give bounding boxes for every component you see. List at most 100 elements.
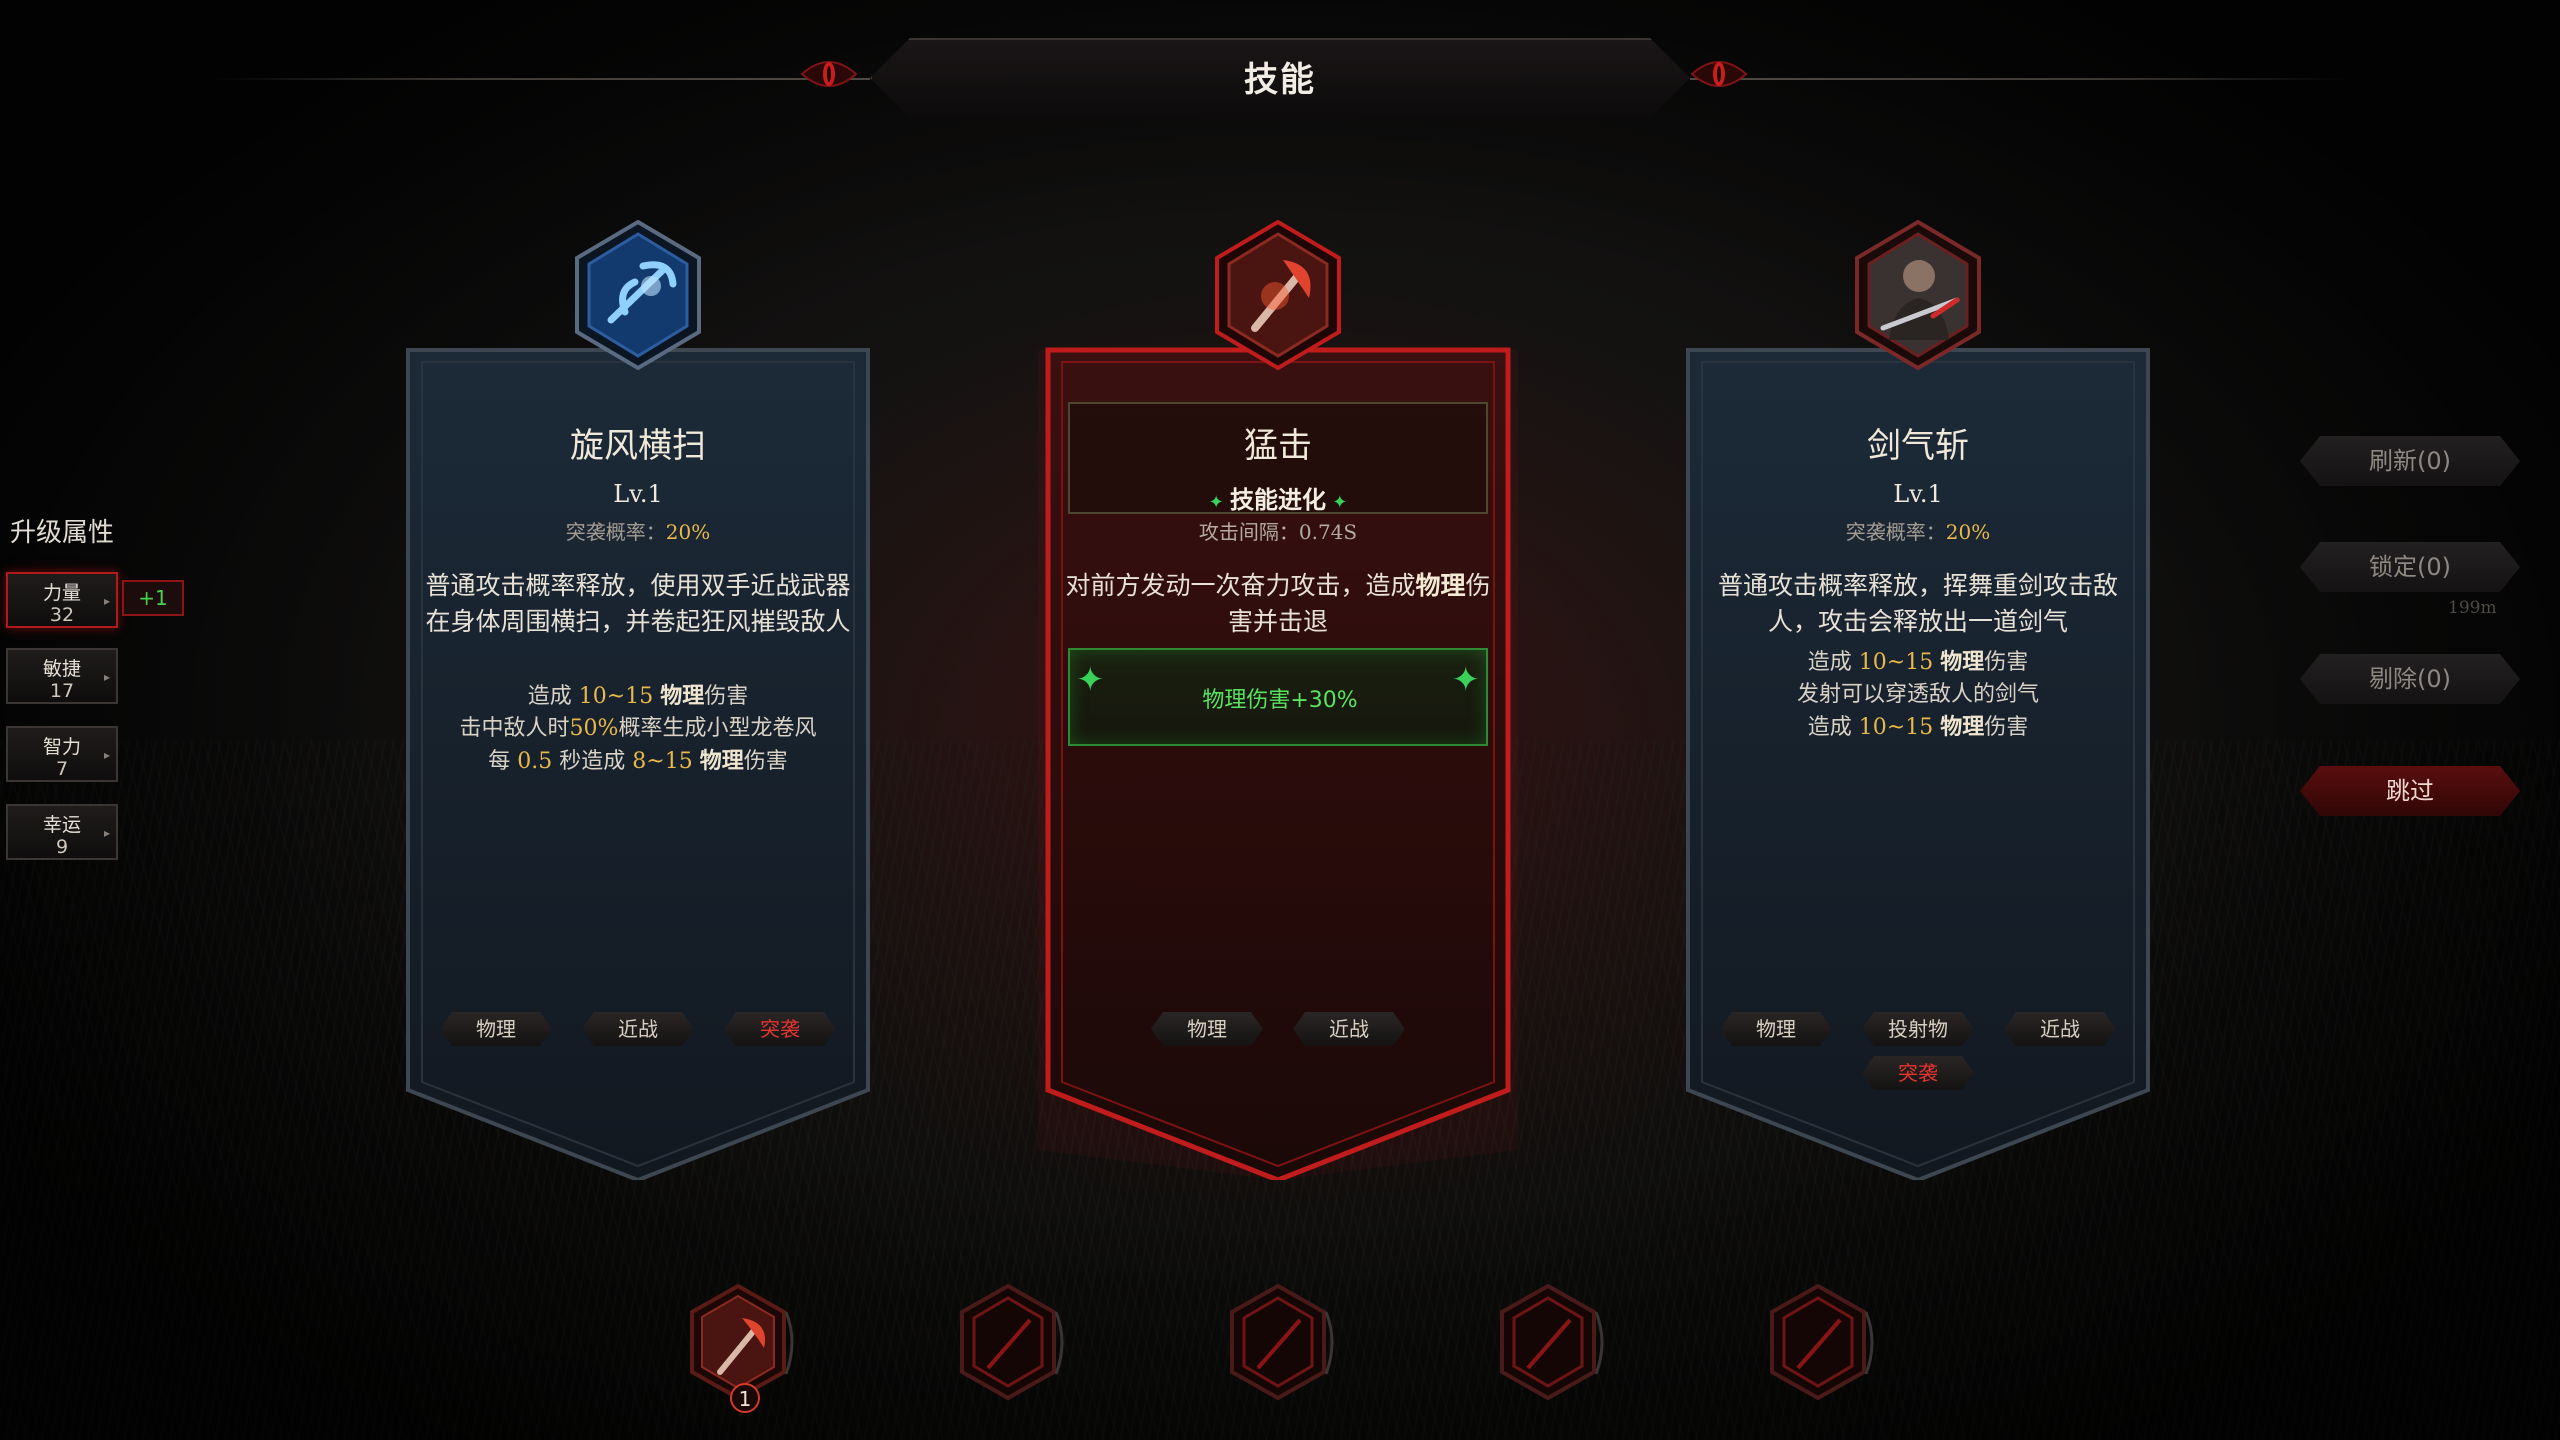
chevron-right-icon: ▸ [103, 670, 110, 684]
evolution-panel [1068, 402, 1488, 514]
header-plate [870, 38, 1690, 118]
card-frame [1686, 348, 2150, 1180]
skill-card-whirlwind[interactable]: 旋风横扫 Lv.1 突袭概率：20% 普通攻击概率释放，使用双手近战武器在身体周… [388, 219, 888, 1180]
skill-effects: 造成 10~15 物理伤害 击中敌人时50%概率生成小型龙卷风 每 0.5 秒造… [408, 680, 868, 778]
attribute-luck[interactable]: 幸运 9 ▸ [6, 804, 118, 860]
green-sparkle-icon: ✦ [1076, 660, 1105, 700]
effect-line: 造成 10~15 物理伤害 [1688, 646, 2148, 679]
effect-line: 击中敌人时50%概率生成小型龙卷风 [408, 713, 868, 745]
tag: 物理 [440, 1012, 552, 1046]
effect-value: 10~15 [1858, 715, 1934, 740]
evolution-label: ✦ 技能进化 ✦ [1028, 480, 1528, 515]
slot-level-badge: 1 [730, 1383, 760, 1413]
evolution-text: 技能进化 [1230, 486, 1326, 514]
chevron-right-icon: ▸ [103, 594, 110, 608]
skill-title: 猛击 [1244, 426, 1312, 466]
skill-chance: 突袭概率：20% [1668, 516, 2168, 545]
chance-value: 20% [665, 520, 711, 544]
effect-text: 伤害 [743, 749, 788, 774]
effect-text: 伤害 [704, 684, 749, 709]
chance-label: 突袭概率： [1845, 520, 1946, 544]
effect-value: 50% [569, 716, 619, 741]
damage-type: 物理 [1940, 649, 1985, 675]
effect-text: 伤害 [1984, 650, 2029, 675]
skill-slot-3[interactable] [1228, 1282, 1338, 1402]
skill-title: 剑气斩 [1867, 426, 1969, 466]
skill-card-sword-wave[interactable]: 剑气斩 Lv.1 突袭概率：20% 普通攻击概率释放，挥舞重剑攻击敌人，攻击会释… [1668, 219, 2168, 1180]
tag: 近战 [2004, 1012, 2116, 1046]
chevron-right-icon: ▸ [103, 826, 110, 840]
skill-slot-2[interactable] [958, 1282, 1068, 1402]
sparkle-icon: ✦ [1208, 492, 1230, 513]
effect-text: 伤害 [1984, 715, 2029, 740]
effect-value: 0.5 [517, 749, 553, 774]
remove-button[interactable]: 剔除(0) [2300, 654, 2520, 704]
page-title: 技能 [1244, 60, 1316, 100]
attribute-intelligence[interactable]: 智力 7 ▸ [6, 726, 118, 782]
attribute-name: 智力 [42, 736, 81, 758]
skill-description: 普通攻击概率释放，挥舞重剑攻击敌人，攻击会释放出一道剑气 [1717, 571, 2118, 636]
description-text: 对前方发动一次奋力攻击，造成 [1065, 571, 1416, 600]
card-frame [1038, 347, 1518, 1180]
attribute-strength[interactable]: 力量 32 ▸ [6, 572, 118, 628]
effect-text: 造成 [1807, 650, 1859, 675]
skill-level: Lv.1 [1893, 480, 1943, 508]
interval-value: 0.74S [1298, 520, 1358, 544]
skip-button[interactable]: 跳过 [2300, 766, 2520, 816]
effect-value: 8~15 [632, 749, 693, 774]
skill-tags: 物理 近战 突袭 [388, 1012, 888, 1046]
attribute-agility[interactable]: 敏捷 17 ▸ [6, 648, 118, 704]
tag: 突袭 [1862, 1056, 1974, 1090]
sparkle-icon: ✦ [1326, 492, 1348, 513]
chance-label: 突袭概率： [565, 520, 666, 544]
effect-line: 造成 10~15 物理伤害 [408, 680, 868, 713]
card-frame [406, 348, 870, 1180]
damage-type: 物理 [1940, 714, 1985, 740]
distance-readout: 199m [2448, 598, 2497, 618]
green-sparkle-icon: ✦ [1451, 660, 1481, 700]
attribute-value: 17 [49, 680, 75, 702]
attribute-bonus: +1 [122, 580, 184, 616]
lock-button[interactable]: 锁定(0) [2300, 542, 2520, 592]
description-text: 伤害并击退 [1227, 571, 1491, 636]
interval-label: 攻击间隔： [1198, 520, 1299, 544]
header-bar [0, 0, 2560, 130]
skill-tags: 物理 投射物 近战 突袭 [1668, 1012, 2168, 1090]
damage-type: 物理 [1415, 571, 1466, 600]
refresh-button[interactable]: 刷新(0) [2300, 436, 2520, 486]
effect-text [693, 749, 700, 774]
skill-card-smash[interactable]: 猛击 ✦ 技能进化 ✦ 攻击间隔：0.74S 对前方发动一次奋力攻击，造成物理伤… [1028, 219, 1528, 1180]
attribute-value: 7 [55, 758, 69, 780]
skill-slot-5[interactable] [1768, 1282, 1878, 1402]
effect-text: 秒造成 [552, 749, 633, 774]
skill-description: 普通攻击概率释放，使用双手近战武器在身体周围横扫，并卷起狂风摧毁敌人 [425, 571, 851, 636]
empty-slot-icon [1770, 1283, 1874, 1401]
smash-axe-icon [1213, 219, 1343, 371]
effect-line: 造成 10~15 物理伤害 [1688, 711, 2148, 744]
skill-effects: 造成 10~15 物理伤害 发射可以穿透敌人的剑气 造成 10~15 物理伤害 [1688, 646, 2148, 744]
skill-level: Lv.1 [613, 480, 663, 508]
tag: 物理 [1151, 1012, 1263, 1046]
effect-text: 造成 [527, 684, 579, 709]
evolution-bonus: 物理伤害+30% [1202, 688, 1358, 713]
effect-line: 每 0.5 秒造成 8~15 物理伤害 [408, 745, 868, 778]
attribute-name: 力量 [42, 582, 81, 604]
effect-value: 10~15 [578, 684, 654, 709]
attributes-title: 升级属性 [10, 518, 115, 548]
effect-value: 10~15 [1858, 650, 1934, 675]
attribute-value: 9 [55, 836, 69, 858]
attribute-value: 32 [49, 604, 75, 626]
attack-interval: 攻击间隔：0.74S [1028, 516, 1528, 545]
damage-type: 物理 [660, 683, 705, 709]
empty-slot-icon [1230, 1283, 1334, 1401]
sword-warrior-icon [1853, 219, 1983, 371]
effect-text: 每 [488, 749, 518, 774]
attribute-name: 幸运 [42, 814, 81, 836]
effect-text: 击中敌人时 [459, 716, 570, 741]
skill-title: 旋风横扫 [570, 426, 706, 466]
skill-slot-4[interactable] [1498, 1282, 1608, 1402]
skill-slot-1[interactable] [688, 1282, 798, 1402]
empty-slot-icon [1500, 1283, 1604, 1401]
header-rule-left [210, 78, 870, 80]
damage-type: 物理 [699, 748, 744, 774]
